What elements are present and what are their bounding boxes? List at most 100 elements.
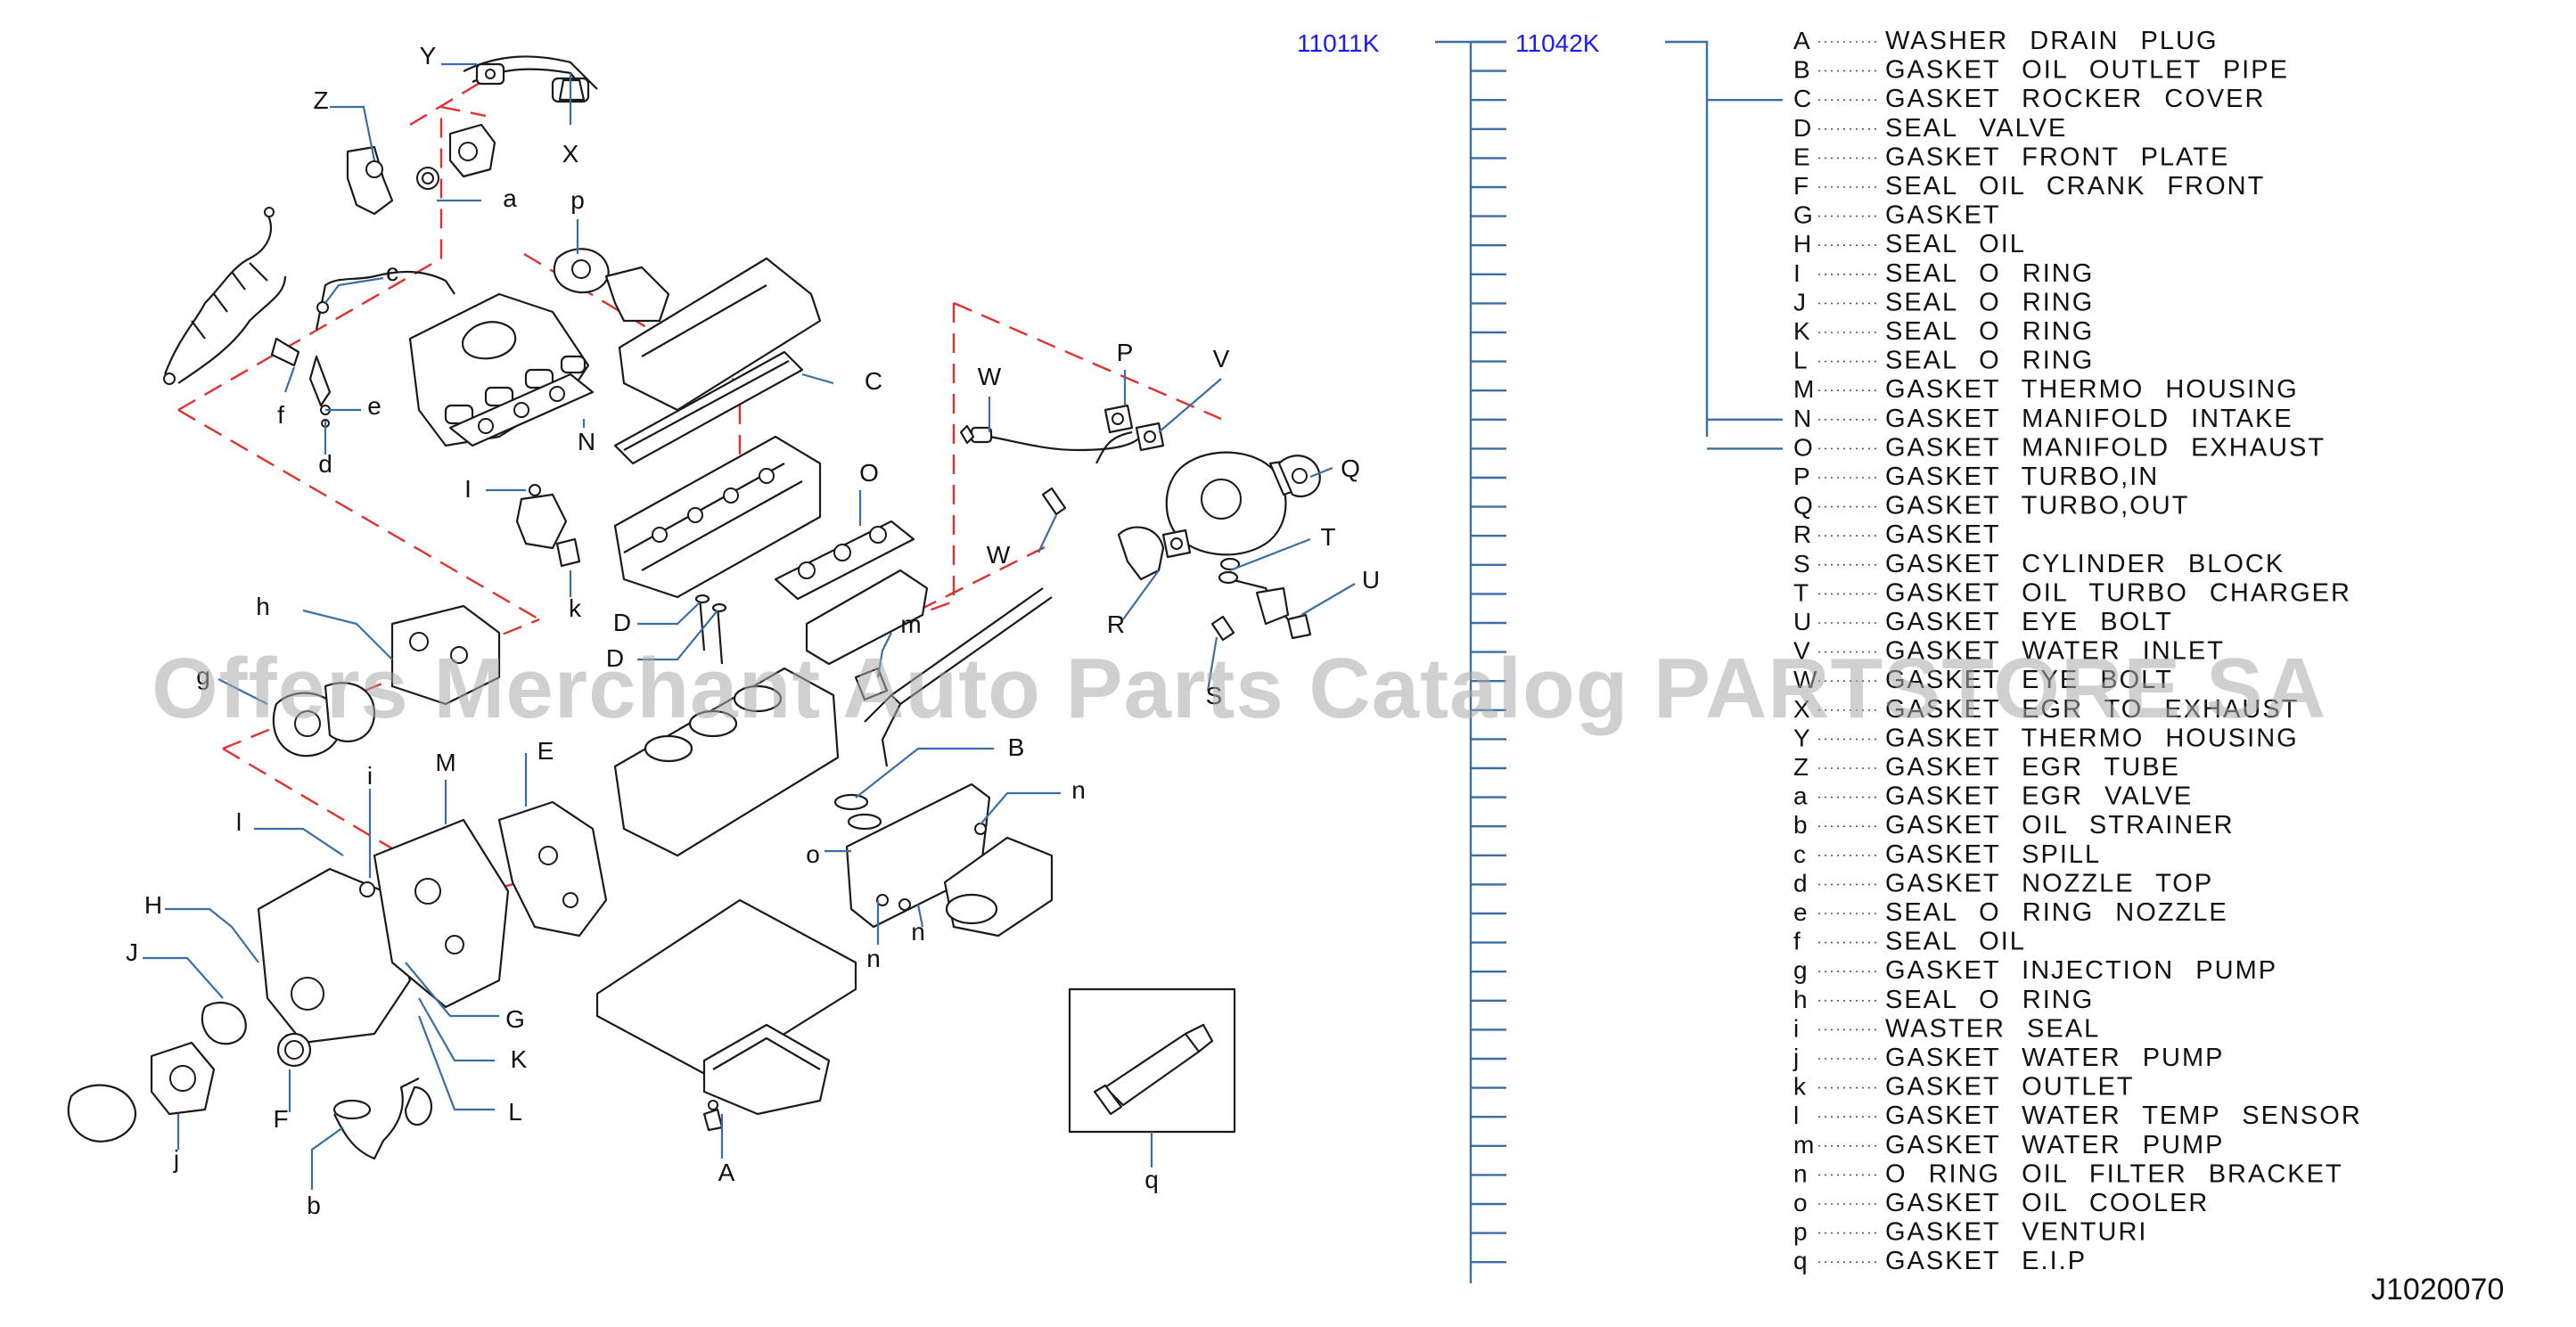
part-row: Y GASKET THERMO HOUSING [1793,724,2299,752]
part-name: O RING OIL FILTER BRACKET [1885,1159,2343,1188]
part-name: GASKET ROCKER COVER [1885,85,2265,113]
callout-letter: S [1206,682,1223,709]
callout-letter: c [386,258,398,286]
part-letter: S [1793,550,1810,577]
part-letter: X [1793,695,1810,723]
part-name: GASKET OIL STRAINER [1885,811,2235,840]
part-letter: q [1793,1247,1808,1274]
part-letter: o [1793,1189,1808,1216]
callout-letter: e [367,392,381,420]
part-name: GASKET TURBO,OUT [1885,492,2189,520]
part-letter: Y [1793,724,1810,751]
part-name: GASKET MANIFOLD INTAKE [1885,405,2293,433]
part-name: SEAL OIL [1885,230,2026,258]
callout-letter: I [464,475,472,503]
part-letter: i [1793,1014,1799,1042]
part-letter: f [1793,928,1801,955]
callout-letter: H [144,891,162,919]
part-letter: k [1793,1073,1807,1101]
callout-letter: Z [313,86,328,114]
part-row: f SEAL OIL [1793,928,2026,956]
callout-letter: V [1213,345,1230,373]
part-name: GASKET THERMO HOUSING [1885,724,2299,752]
part-letter: a [1793,782,1808,810]
callout-letter: C [865,367,882,395]
callout-letter: a [503,184,517,212]
callout-letter: X [562,140,579,168]
part-letter: I [1793,259,1801,287]
part-name: GASKET EYE BOLT [1885,608,2173,636]
part-letter: M [1793,375,1814,403]
part-name: GASKET THERMO HOUSING [1885,375,2299,404]
part-name: GASKET WATER INLET [1885,637,2225,666]
part-name: GASKET [1885,201,2001,230]
callout-letter: o [806,840,820,868]
part-letter: K [1793,317,1810,345]
part-name: GASKET WATER PUMP [1885,1131,2225,1159]
part-name: SEAL O RING [1885,986,2094,1014]
part-name: GASKET EYE BOLT [1885,666,2173,694]
part-name: GASKET MANIFOLD EXHAUST [1885,433,2326,462]
part-letter: R [1793,520,1811,548]
callout-letter: J [126,938,138,966]
part-name: GASKET VENTURI [1885,1218,2147,1247]
part-letter: d [1793,869,1808,897]
callout-letter: i [367,762,373,790]
part-name: GASKET [1885,520,2001,549]
part-letter: U [1793,608,1811,635]
callout-letter: P [1117,339,1134,366]
part-name: GASKET EGR VALVE [1885,782,2193,811]
callout-letter: U [1362,566,1380,594]
part-row: M GASKET THERMO HOUSING [1793,375,2299,404]
part-row: h SEAL O RING [1793,986,2094,1014]
callout-letter: f [277,401,284,429]
part-letter: N [1793,405,1811,432]
part-row: c GASKET SPILL [1793,840,2101,869]
part-letter: V [1793,637,1810,665]
part-letter: T [1793,578,1809,606]
part-letter: h [1793,986,1808,1013]
part-letter: g [1793,956,1808,984]
callout-letter: k [569,594,582,622]
part-letter: c [1793,840,1806,868]
part-letter: P [1793,463,1810,490]
engine-parts [67,55,1321,1160]
part-name: SEAL O RING [1885,347,2094,375]
part-row: a GASKET EGR VALVE [1793,782,2193,811]
callout-letter: W [978,363,1002,390]
part-name: SEAL VALVE [1885,114,2067,143]
part-letter: C [1793,85,1811,112]
callout-letter: E [537,737,554,765]
part-row: R GASKET [1793,520,2001,549]
part-name: SEAL OIL CRANK FRONT [1885,172,2265,201]
part-letter: Z [1793,753,1809,781]
part-name: SEAL OIL [1885,928,2026,956]
part-letter: H [1793,230,1811,258]
part-name: GASKET SPILL [1885,840,2101,869]
callout-leaders [143,62,1356,1190]
callout-letter: Q [1341,455,1360,482]
part-letter: J [1793,288,1806,315]
